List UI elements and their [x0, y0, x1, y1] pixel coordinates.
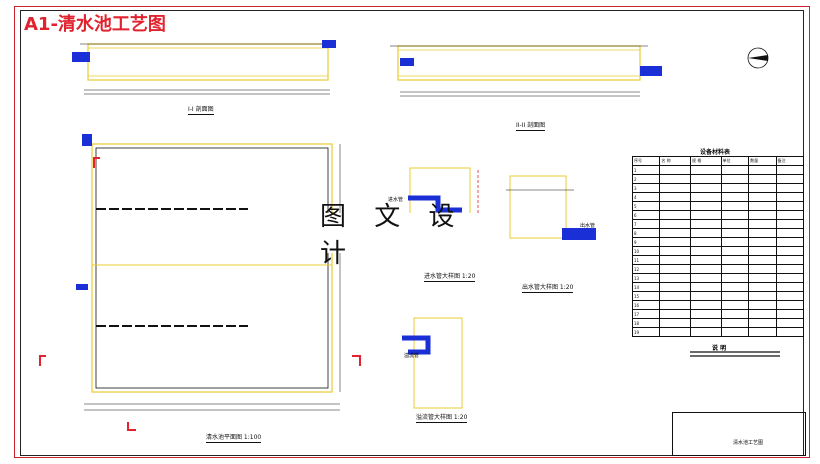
overflow-detail-caption: 溢流管大样图 1:20 — [416, 414, 468, 423]
legend-row: 9 — [631, 237, 805, 247]
plan-caption: 清水池平面图 1:100 — [206, 434, 262, 443]
legend-row-number: 15 — [631, 291, 661, 301]
legend-row: 6 — [631, 210, 805, 220]
legend-row-number: 14 — [631, 282, 661, 292]
legend-row-number: 16 — [631, 300, 661, 310]
section-1-drawing — [72, 40, 336, 95]
inlet-detail-caption: 进水管大样图 1:20 — [424, 273, 476, 282]
legend-row-number: 4 — [631, 192, 661, 202]
legend-header-cell: 序号 — [631, 156, 661, 166]
notes-title: 说 明 — [712, 345, 727, 352]
section-2-drawing — [390, 45, 662, 97]
legend-header-cell: 备注 — [775, 156, 805, 166]
legend-row: 12 — [631, 264, 805, 274]
legend-row-number: 17 — [631, 309, 661, 319]
legend-row: 14 — [631, 282, 805, 292]
legend-row: 3 — [631, 183, 805, 193]
legend-row-number: 9 — [631, 237, 661, 247]
drawing-frame — [14, 6, 810, 458]
legend-title: 设备材料表 — [700, 149, 731, 156]
legend-row: 16 — [631, 300, 805, 310]
legend-row-number: 10 — [631, 246, 661, 256]
legend-row: 10 — [631, 246, 805, 256]
legend-row-number: 1 — [631, 165, 661, 175]
legend-row-number: 5 — [631, 201, 661, 211]
drawing-border — [20, 10, 804, 456]
overflow-detail-drawing — [402, 317, 463, 409]
legend-table: 序号 名 称 规 格 单位 数量 备注 1 2 3 4 5 6 7 8 9 10… — [631, 156, 805, 337]
legend-row: 8 — [631, 228, 805, 238]
overflow-pipe-label: 溢流管 — [404, 353, 420, 359]
legend-row-number: 13 — [631, 273, 661, 283]
drawing-title: A1-清水池工艺图 — [24, 14, 166, 35]
legend-row-number: 11 — [631, 255, 661, 265]
legend-header-cell: 单位 — [720, 156, 750, 166]
legend-header-row: 序号 名 称 规 格 单位 数量 备注 — [631, 156, 805, 166]
legend-row: 2 — [631, 174, 805, 184]
legend-row-number: 18 — [631, 318, 661, 328]
legend-row-number: 8 — [631, 228, 661, 238]
legend-row: 18 — [631, 318, 805, 328]
legend-row-number: 7 — [631, 219, 661, 229]
inlet-pipe-label: 进水管 — [388, 197, 404, 203]
north-arrow-icon — [747, 47, 769, 69]
title-block-drawing-name: 清水池工艺图 — [733, 440, 764, 446]
legend-header-cell: 数量 — [748, 156, 777, 166]
legend-row: 7 — [631, 219, 805, 229]
section-1-caption: I-I 剖面图 — [188, 106, 214, 115]
legend-row: 17 — [631, 309, 805, 319]
legend-row: 15 — [631, 291, 805, 301]
title-block — [672, 412, 806, 456]
legend-row: 5 — [631, 201, 805, 211]
legend-row-number: 19 — [631, 327, 661, 337]
legend-row-number: 2 — [631, 174, 661, 184]
legend-row-number: 3 — [631, 183, 661, 193]
plan-drawing — [39, 134, 361, 431]
notes-lines — [690, 351, 780, 357]
legend-row-number: 6 — [631, 210, 661, 220]
legend-row: 11 — [631, 255, 805, 265]
legend-row-number: 12 — [631, 264, 661, 274]
legend-header-cell: 规 格 — [690, 156, 722, 166]
outlet-detail-caption: 出水管大样图 1:20 — [522, 284, 574, 293]
outlet-pipe-label: 出水管 — [580, 223, 596, 229]
watermark: 图 文 设 计 — [320, 202, 496, 269]
section-2-caption: II-II 剖面图 — [516, 122, 546, 131]
outlet-detail-drawing — [506, 175, 596, 240]
legend-row: 13 — [631, 273, 805, 283]
legend-row: 19 — [631, 327, 805, 337]
legend-row: 4 — [631, 192, 805, 202]
legend-row: 1 — [631, 165, 805, 175]
legend-header-cell: 名 称 — [659, 156, 692, 166]
